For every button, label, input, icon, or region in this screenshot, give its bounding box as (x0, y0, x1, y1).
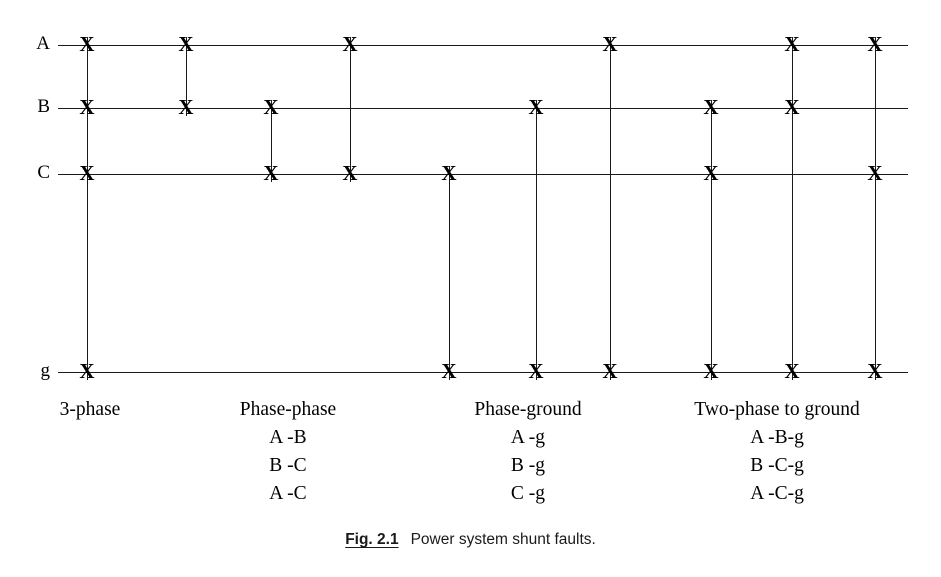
fault-group-title-phase-phase: Phase-phase (239, 399, 337, 420)
fault-x-mark-two-phase-to-ground-1-B: X (703, 95, 719, 119)
figure-caption-text: Power system shunt faults. (410, 531, 596, 548)
fault-x-mark-phase-ground-2-g: X (528, 359, 544, 383)
fault-case-two-phase-to-ground-2: B -C-g (750, 455, 804, 476)
fault-x-mark-three-phase-1-B: X (79, 95, 95, 119)
fault-x-mark-three-phase-1-g: X (79, 359, 95, 383)
fault-case-phase-ground-2: B -g (510, 455, 546, 476)
bus-line-B (58, 108, 908, 109)
fault-group-label-two-phase-to-ground: Two-phase to ground A -B-g B -C-g A -C-g (694, 396, 859, 508)
fault-x-mark-three-phase-1-C: X (79, 161, 95, 185)
fault-x-mark-two-phase-to-ground-3-C: X (867, 161, 883, 185)
fault-case-phase-phase-1: A -B (269, 427, 307, 448)
fault-x-mark-phase-ground-3-g: X (602, 359, 618, 383)
fault-x-mark-phase-ground-1-C: X (441, 161, 457, 185)
fault-x-mark-phase-phase-3-A: X (342, 32, 358, 56)
fault-x-mark-phase-ground-3-A: X (602, 32, 618, 56)
fault-x-mark-two-phase-to-ground-2-g: X (784, 359, 800, 383)
fault-connector-two-phase-to-ground-1 (711, 100, 712, 380)
bus-label-A: A (36, 33, 50, 54)
fault-group-title-phase-ground: Phase-ground (474, 399, 582, 420)
fault-connector-phase-ground-1 (449, 166, 450, 380)
fault-group-title-two-phase-to-ground: Two-phase to ground (694, 399, 860, 420)
fault-group-label-phase-ground: Phase-ground A -g B -g C -g (474, 396, 581, 508)
fault-x-mark-two-phase-to-ground-1-g: X (703, 359, 719, 383)
fault-x-mark-two-phase-to-ground-1-C: X (703, 161, 719, 185)
fault-x-mark-three-phase-1-A: X (79, 32, 95, 56)
fault-connector-two-phase-to-ground-2 (792, 37, 793, 380)
fault-x-mark-phase-ground-2-B: X (528, 95, 544, 119)
fault-x-mark-phase-ground-1-g: X (441, 359, 457, 383)
fault-x-mark-two-phase-to-ground-2-A: X (784, 32, 800, 56)
fault-x-mark-phase-phase-1-A: X (178, 32, 194, 56)
fault-connector-phase-phase-3 (350, 37, 351, 182)
fault-group-label-three-phase: 3-phase (60, 396, 121, 424)
fault-x-mark-two-phase-to-ground-3-A: X (867, 32, 883, 56)
fault-x-mark-phase-phase-2-C: X (263, 161, 279, 185)
fault-connector-phase-phase-1 (186, 37, 187, 116)
fault-x-mark-two-phase-to-ground-2-B: X (784, 95, 800, 119)
figure-number: Fig. 2.1 (345, 531, 399, 548)
fault-x-mark-phase-phase-1-B: X (178, 95, 194, 119)
fault-x-mark-two-phase-to-ground-3-g: X (867, 359, 883, 383)
fault-connector-phase-ground-3 (610, 37, 611, 380)
fault-x-mark-phase-phase-2-B: X (263, 95, 279, 119)
bus-line-g (58, 372, 908, 373)
fault-case-phase-ground-1: A -g (510, 427, 546, 448)
fault-case-phase-phase-3: A -C (269, 483, 307, 504)
bus-label-C: C (37, 162, 50, 183)
bus-line-C (58, 174, 908, 175)
figure-caption: Fig. 2.1 Power system shunt faults. (0, 531, 941, 549)
fault-group-title-three-phase: 3-phase (59, 399, 121, 420)
bus-label-g: g (40, 360, 51, 381)
fault-connector-three-phase-1 (87, 37, 88, 380)
fault-case-two-phase-to-ground-3: A -C-g (750, 483, 804, 504)
bus-label-B: B (37, 96, 50, 117)
fault-connector-phase-phase-2 (271, 100, 272, 182)
fault-connector-two-phase-to-ground-3 (875, 37, 876, 380)
fault-x-mark-phase-phase-3-C: X (342, 161, 358, 185)
fault-case-phase-phase-2: B -C (269, 455, 307, 476)
bus-line-A (58, 45, 908, 46)
fault-case-phase-ground-3: C -g (510, 483, 546, 504)
fault-connector-phase-ground-2 (536, 100, 537, 380)
fault-case-two-phase-to-ground-1: A -B-g (750, 427, 804, 448)
fault-group-label-phase-phase: Phase-phase A -B B -C A -C (240, 396, 336, 508)
